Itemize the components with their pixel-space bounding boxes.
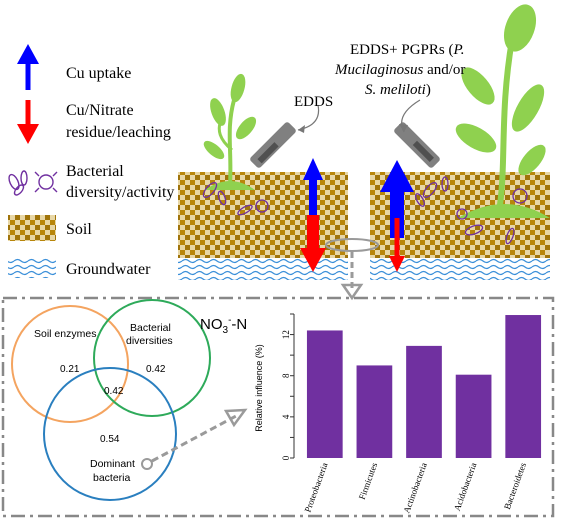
- x-tick-labels: Proteobacteria Firmicutes Actinobacteria Ac…: [303, 461, 529, 515]
- focus-arrowhead: [340, 283, 364, 301]
- bacteria-legend-icon: [8, 170, 58, 196]
- detail-frame: [1, 296, 555, 518]
- venn-label-bacterial-line2: diversities: [126, 335, 173, 347]
- pgpr-label-line2: Mucilaginosus and/or: [334, 62, 465, 78]
- venn-diagram: Soil enzymes 0.21 Bacterial diversities …: [11, 299, 211, 501]
- groundwater-left: [178, 258, 348, 280]
- legend-bacteria-line2: diversity/activity: [66, 184, 174, 201]
- venn-to-chart-arrow: [141, 408, 248, 470]
- venn-circle-bacterial-diversities: [93, 299, 211, 417]
- y-tick-label: 8: [281, 373, 291, 378]
- x-tick-label-acidobacteria: Acidobacteria: [452, 461, 479, 512]
- legend-soil: Soil: [66, 221, 92, 238]
- pgpr-panel: EDDS+ PGPRs (P. Mucilaginosus and/or S. …: [334, 4, 550, 280]
- legend-groundwater: Groundwater: [66, 261, 151, 278]
- x-tick-label-bacteroidetes: Bacteroidetes: [502, 461, 528, 511]
- plant-small: [203, 73, 257, 190]
- bar-actinobacteria: [406, 345, 442, 458]
- venn-label-bacterial-line1: Bacterial: [130, 322, 171, 334]
- legend-cu-uptake: Cu uptake: [66, 65, 131, 82]
- x-tick-label-actinobacteria: Actinobacteria: [401, 461, 429, 514]
- bar-firmicutes: [356, 365, 393, 458]
- leaching-arrow-right: [389, 218, 405, 272]
- x-tick-label-firmicutes: Firmicutes: [357, 461, 380, 501]
- venn-circle-dominant-bacteria: [43, 367, 177, 501]
- y-axis-label: Relative influence (%): [254, 344, 264, 432]
- cu-uptake-legend-icon: [17, 44, 39, 90]
- chart-title: NO3--N: [200, 315, 247, 336]
- focus-ellipse: [325, 238, 379, 252]
- soil-left: [178, 172, 348, 258]
- dropper-right-icon: [394, 122, 440, 168]
- bacteria-right: [414, 176, 528, 245]
- dropper-left-icon: [250, 122, 296, 168]
- bar-acidobacteria: [455, 374, 492, 458]
- bar-bacteroidetes: [505, 315, 542, 458]
- legend-residue-line1: Cu/Nitrate: [66, 102, 134, 119]
- venn-circle-soil-enzymes: [11, 305, 129, 423]
- venn-label-dominant-line2: bacteria: [93, 472, 131, 484]
- x-tick-label-proteobacteria: Proteobacteria: [303, 461, 330, 513]
- venn-label-dominant-line1: Dominant: [90, 458, 135, 470]
- pgpr-label-line3: S. meliloti): [365, 82, 431, 98]
- leaching-arrow-left: [300, 215, 326, 272]
- pgpr-label-line1: EDDS+ PGPRs (P.: [350, 42, 464, 58]
- y-tick-label: 12: [281, 330, 291, 339]
- venn-value-intersection: 0.42: [104, 386, 124, 397]
- venn-label-soil-enzymes: Soil enzymes: [34, 328, 96, 340]
- venn-value-soil-enzymes: 0.21: [60, 364, 80, 375]
- plant-large: [455, 4, 550, 218]
- cu-leaching-legend-icon: [17, 100, 39, 144]
- bar-chart: 0 4 8 12 Proteobacteria Firmicutes Actinobact…: [254, 313, 542, 515]
- bacteria-left: [202, 181, 269, 216]
- y-tick-label: 0: [281, 455, 291, 460]
- bars: [306, 315, 542, 458]
- bar-proteobacteria: [306, 330, 343, 458]
- venn-value-bacterial: 0.42: [146, 364, 166, 375]
- legend-residue-line2: residue/leaching: [66, 124, 171, 141]
- groundwater-legend-swatch: [8, 258, 56, 278]
- soil-legend-swatch: [8, 215, 56, 241]
- edds-label: EDDS: [294, 94, 333, 110]
- legend-bacteria-line1: Bacterial: [66, 163, 124, 180]
- venn-value-dominant: 0.54: [100, 434, 120, 445]
- groundwater-right: [370, 258, 550, 280]
- legend: Cu uptake Cu/Nitrate residue/leaching Ba…: [8, 44, 174, 278]
- y-axis: 0 4 8 12: [281, 313, 295, 460]
- edds-panel: EDDS: [178, 73, 348, 280]
- y-tick-label: 4: [281, 414, 291, 419]
